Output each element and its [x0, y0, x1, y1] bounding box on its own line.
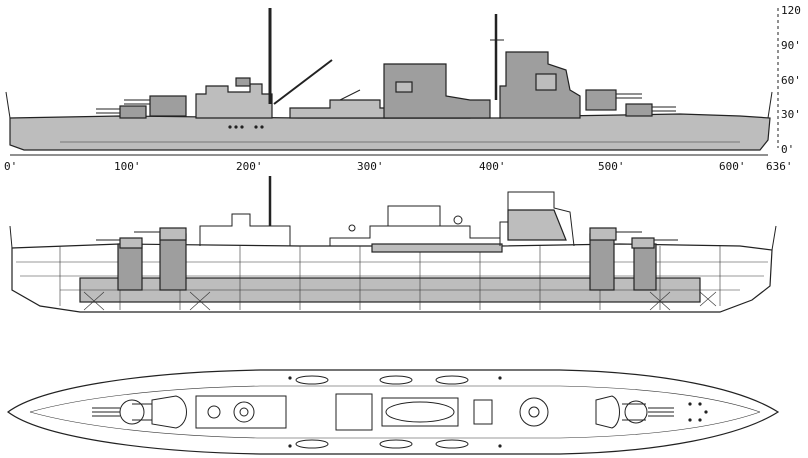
profile-turret-y	[625, 103, 676, 117]
scale-label-0: 0'	[4, 160, 17, 173]
scale-label-100: 100'	[114, 160, 141, 173]
plan-turret-b	[132, 395, 187, 429]
vscale-label-0: 0'	[781, 143, 794, 156]
profile-view	[5, 8, 773, 151]
scale-label-200: 200'	[236, 160, 263, 173]
vscale-label-120: 120	[781, 4, 801, 17]
scale-label-600: 600'	[719, 160, 746, 173]
profile-hull	[9, 113, 771, 151]
plan-boats	[295, 375, 469, 449]
plan-turret-y	[624, 400, 674, 424]
scale-label-636: 636'	[766, 160, 793, 173]
vscale-label-30: 30'	[781, 108, 801, 121]
armor-barbette-a	[117, 243, 143, 291]
profile-portholes	[228, 125, 264, 129]
profile-turret-a	[96, 105, 147, 119]
plan-turret-a	[92, 399, 145, 425]
armor-barbette-x	[589, 233, 615, 291]
vscale-label-60: 60'	[781, 74, 801, 87]
armor-barbette-y	[633, 243, 657, 291]
scale-label-400: 400'	[479, 160, 506, 173]
plan-hull-outline	[6, 369, 780, 455]
vscale-label-90: 90'	[781, 39, 801, 52]
armor-view	[9, 176, 777, 313]
profile-turret-x	[585, 89, 642, 111]
vertical-scale: 120 90' 60' 30' 0'	[777, 4, 801, 156]
plan-view	[6, 369, 780, 455]
horizontal-scale: 0' 100' 200' 300' 400' 500' 600' 636'	[4, 154, 793, 173]
profile-fwd-superstructure	[195, 83, 273, 119]
profile-turret-b	[124, 95, 187, 117]
plan-turret-x	[595, 395, 646, 429]
scale-label-500: 500'	[598, 160, 625, 173]
armor-barbette-b	[159, 233, 187, 291]
scale-label-300: 300'	[357, 160, 384, 173]
profile-hangar-block	[383, 63, 491, 119]
plan-funnel	[385, 401, 455, 423]
